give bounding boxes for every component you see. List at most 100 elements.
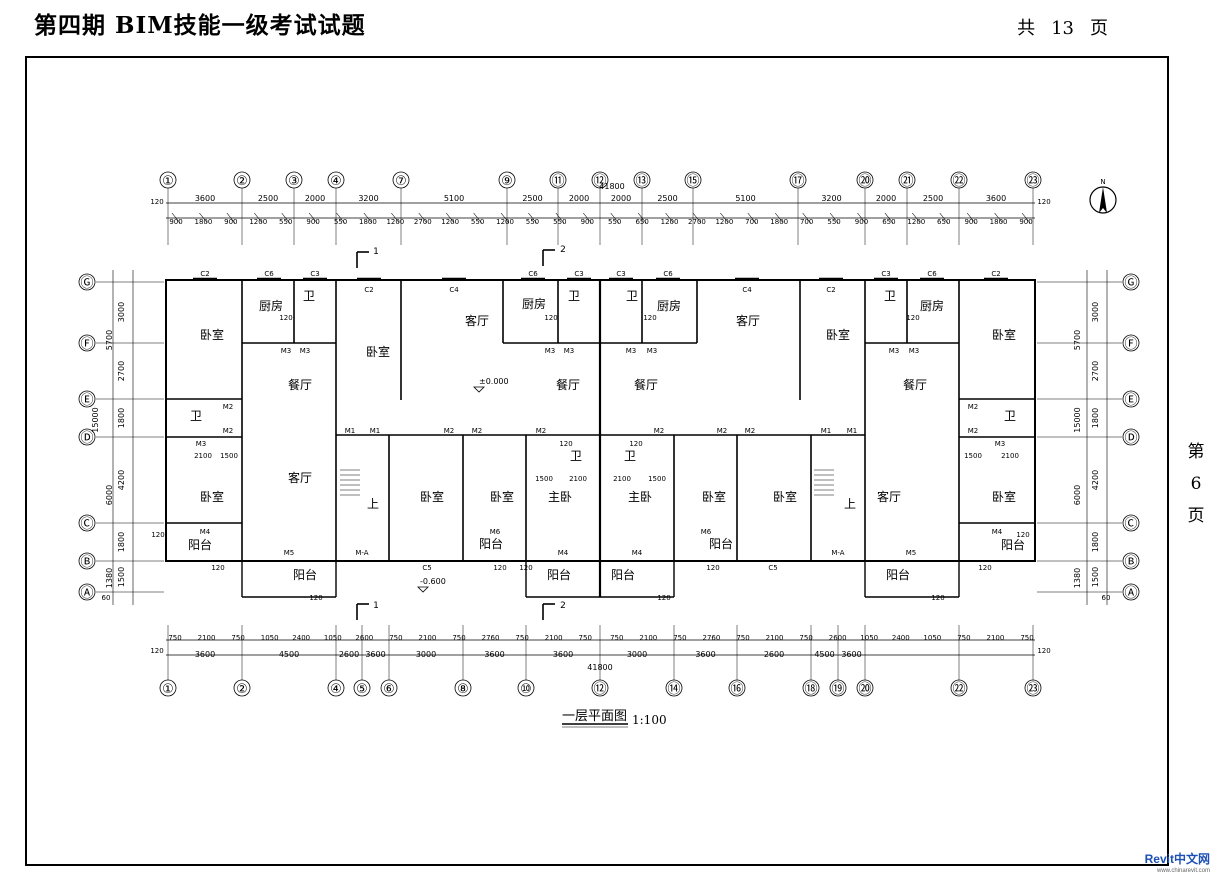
door-window-code: M5	[906, 549, 917, 557]
bottom-dim-text: 4500	[814, 650, 834, 659]
top-window-dim: 900	[1019, 218, 1032, 226]
door-window-code: M2	[968, 403, 979, 411]
axis-bubble-left	[78, 273, 96, 291]
misc-dim: 120	[906, 314, 919, 322]
right-dim-text: 3000	[1091, 302, 1100, 322]
axis-bubble-right	[1122, 583, 1140, 601]
axis-label-top: ④	[330, 174, 342, 189]
misc-dim: 120	[1037, 198, 1050, 206]
top-window-dim: 650	[937, 218, 950, 226]
misc-dim: 60	[1102, 594, 1111, 602]
overall-dim-top: 41800	[599, 182, 624, 191]
axis-label-bottom: ⑭	[667, 682, 680, 697]
room-labels: 卧室厨房卫卧室客厅厨房卫餐厅餐厅客厅卧室阳台阳台卧室卧室阳台主卧阳台主卧阳台卧室…	[102, 198, 1111, 655]
axis-label-left: Ⓔ	[80, 393, 93, 408]
left-dim-text: 4200	[117, 470, 126, 490]
top-window-dim: 550	[608, 218, 621, 226]
bottom-window-dim: 750	[452, 634, 465, 642]
dim-tick	[939, 212, 948, 224]
room-label: 厨房	[920, 298, 944, 313]
axis-label-bottom: ㉓	[1026, 682, 1039, 697]
top-dim-text: 3600	[986, 194, 1006, 203]
right-dim-text: 1800	[1091, 408, 1100, 428]
axis-bubble-left	[78, 390, 96, 408]
top-dim-text: 3600	[195, 194, 215, 203]
bottom-window-dim: 750	[515, 634, 528, 642]
door-window-code: C2	[991, 270, 1000, 278]
dim-tick	[391, 212, 400, 224]
top-dim-text: 2000	[611, 194, 631, 203]
misc-dim: 120	[544, 314, 557, 322]
page-title: 第四期 BIM技能一级考试试题	[34, 6, 366, 40]
room-label: 主卧	[628, 490, 652, 504]
misc-dim: 120	[706, 564, 719, 572]
room-label: 厨房	[657, 298, 681, 313]
dim-tick	[199, 212, 208, 224]
room-label: 主卧	[548, 490, 572, 504]
misc-dim: 120	[493, 564, 506, 572]
room-label: 阳台	[886, 567, 910, 582]
walls	[165, 277, 1036, 598]
bottom-window-dim: 750	[389, 634, 402, 642]
axis-bubble-right	[1122, 273, 1140, 291]
room-label: 餐厅	[556, 377, 580, 392]
right-outer-dim: 15000	[1073, 407, 1082, 432]
door-window-code: M6	[490, 528, 501, 536]
section-number: 1	[373, 247, 379, 257]
left-dim-text: 2700	[117, 361, 126, 381]
axis-label-top: ⑨	[501, 174, 513, 189]
door-window-code: C3	[616, 270, 625, 278]
page-number-value: 6	[1190, 474, 1202, 494]
axis-label-bottom: ④	[330, 682, 342, 697]
axis-label-bottom: ⑩	[520, 682, 532, 697]
bottom-dim-text: 3600	[195, 650, 215, 659]
misc-dim: 1500	[220, 452, 238, 460]
right-dim-text: 1800	[1091, 532, 1100, 552]
left-outer-dim: 1380	[105, 568, 114, 588]
dim-tick	[555, 212, 565, 224]
top-dim-text: 2500	[657, 194, 677, 203]
axis-bubble-right	[1122, 514, 1140, 532]
room-label: 餐厅	[634, 377, 658, 392]
misc-dim: 120	[559, 440, 572, 448]
axis-label-top: ⑫	[593, 174, 606, 189]
top-dim-text: 5100	[735, 194, 755, 203]
bottom-window-dim: 2600	[355, 634, 373, 642]
axis-label-left: Ⓓ	[80, 431, 93, 446]
axis-bubble-left	[78, 334, 96, 352]
dim-tick	[994, 212, 1003, 224]
axis-bubble-left	[78, 428, 96, 446]
misc-dim: 2100	[569, 475, 587, 483]
section-number: 2	[560, 245, 566, 255]
axis-label-top: ㉓	[1026, 174, 1039, 189]
room-label: 卧室	[702, 489, 726, 504]
dim-tick	[692, 212, 702, 224]
dim-tick	[884, 212, 894, 224]
top-dim-text: 2500	[522, 194, 542, 203]
total-pages: 13	[1051, 18, 1074, 39]
door-window-code: M1	[847, 427, 858, 435]
top-window-dim: 550	[471, 218, 484, 226]
door-window-code: C4	[742, 286, 752, 294]
left-dim-text: 1800	[117, 532, 126, 552]
elevation-marker	[473, 386, 485, 393]
bottom-dim-text: 3600	[365, 650, 385, 659]
bottom-window-dim: 750	[673, 634, 686, 642]
door-window-code: C2	[364, 286, 373, 294]
axis-bubble-left	[78, 583, 96, 601]
top-window-dim: 1200	[386, 218, 404, 226]
door-window-code: C2	[200, 270, 209, 278]
axis-label-bottom: ⑫	[593, 682, 606, 697]
door-window-code: C6	[264, 270, 274, 278]
room-label: 上	[844, 497, 856, 511]
axis-label-top: ⑮	[686, 174, 699, 189]
top-window-dim: 900	[581, 218, 594, 226]
door-window-code: C2	[826, 286, 835, 294]
top-window-dim: 1200	[441, 218, 459, 226]
axis-label-top: ⑪	[551, 174, 564, 189]
bottom-window-dim: 2600	[829, 634, 847, 642]
top-dim-text: 2500	[923, 194, 943, 203]
misc-dim: 120	[519, 564, 532, 572]
axis-label-right: Ⓐ	[1124, 586, 1137, 601]
bottom-dim-text: 2600	[764, 650, 784, 659]
